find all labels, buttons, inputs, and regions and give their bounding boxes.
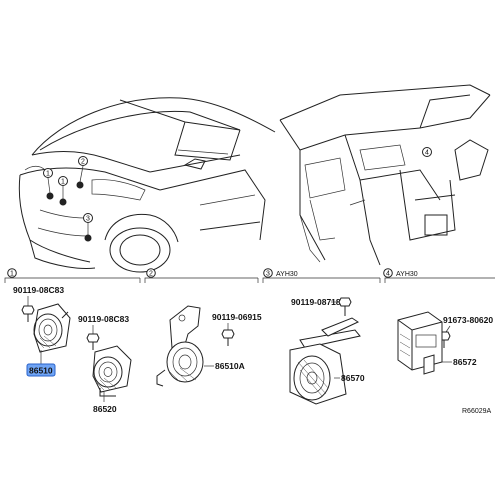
part-number-label: 86572 bbox=[453, 357, 477, 367]
section-note: AYH30 bbox=[396, 271, 418, 278]
part-number-label: 90119-08718 bbox=[291, 297, 341, 307]
callout-label-4: 4 bbox=[425, 150, 429, 157]
section-3-parts: 90119-08718 86570 bbox=[289, 297, 365, 405]
section-number: 1 bbox=[10, 271, 14, 278]
callout-label-1: 1 bbox=[46, 171, 50, 178]
part-number-label: 90119-06915 bbox=[212, 312, 262, 322]
part-number-label: 90119-08C83 bbox=[78, 314, 129, 324]
callout-marker-1 bbox=[43, 168, 53, 178]
callout-label-1b: 1 bbox=[61, 179, 65, 186]
callout-label-2: 2 bbox=[81, 159, 85, 166]
callout-label-3: 3 bbox=[86, 216, 90, 223]
section-4-parts: 91673-80620 86572 bbox=[397, 311, 493, 375]
section-3-header: 3 AYH30 bbox=[263, 268, 298, 278]
section-4-header: 4 AYH30 bbox=[383, 268, 418, 278]
part-number-label: 90119-08C83 bbox=[13, 285, 64, 295]
bolt-icon bbox=[21, 305, 35, 322]
horn-location-dot bbox=[46, 192, 54, 200]
callout-2-group: 2 bbox=[76, 156, 88, 189]
horn-location-dot bbox=[59, 198, 67, 206]
section-2-header: 2 bbox=[146, 268, 156, 278]
section-note: AYH30 bbox=[276, 271, 298, 278]
section-1-header: 1 bbox=[7, 268, 17, 278]
horn-low-pitch-drawing bbox=[92, 345, 132, 397]
figure-id: R66029A bbox=[462, 408, 492, 415]
control-unit-drawing bbox=[397, 311, 443, 375]
section-dividers bbox=[4, 277, 495, 283]
callout-marker-1b bbox=[58, 176, 68, 186]
vehicle-exterior-illustration bbox=[18, 97, 276, 273]
callout-1-group: 1 1 bbox=[43, 168, 68, 206]
section-number: 3 bbox=[266, 271, 270, 278]
vehicle-interior-illustration bbox=[279, 84, 491, 266]
part-number-label: 91673-80620 bbox=[443, 315, 493, 325]
horn-high-pitch-drawing bbox=[33, 303, 71, 353]
callout-3-group: 3 bbox=[83, 213, 93, 242]
section-1-parts: 90119-08C83 90119-08C83 86510 bbox=[13, 285, 132, 414]
speaker-with-bracket-drawing bbox=[289, 317, 361, 405]
highlighted-part-label-box[interactable] bbox=[26, 363, 56, 377]
part-number-label-highlighted[interactable]: 86510 bbox=[29, 366, 53, 376]
part-number-label: 86570 bbox=[341, 373, 365, 383]
bolt-icon bbox=[338, 297, 352, 316]
part-number-label: 86520 bbox=[93, 404, 117, 414]
section-2-parts: 90119-06915 86510A bbox=[156, 305, 262, 387]
part-number-label: 86510A bbox=[215, 361, 245, 371]
section-number: 2 bbox=[149, 271, 153, 278]
bolt-icon bbox=[86, 333, 100, 350]
bolt-icon bbox=[221, 329, 235, 346]
horn-with-bracket-drawing bbox=[156, 305, 204, 387]
callout-4-group: 4 bbox=[422, 147, 432, 157]
section-number: 4 bbox=[386, 271, 390, 278]
